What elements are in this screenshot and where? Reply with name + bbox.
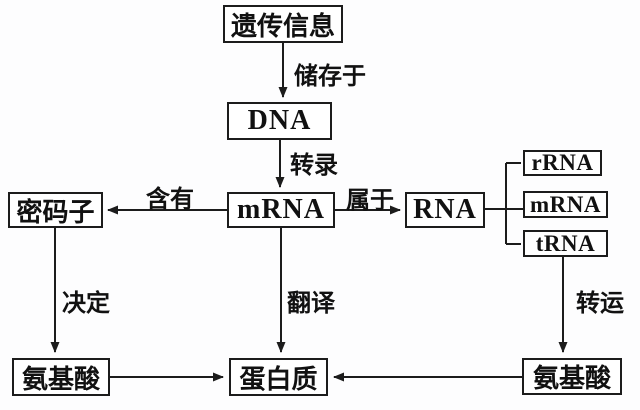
node-trna: tRNA xyxy=(523,230,608,257)
node-amino-acid-left: 氨基酸 xyxy=(12,358,110,396)
edge-label-belongs-to: 属于 xyxy=(346,188,394,214)
node-rna: RNA xyxy=(405,192,485,228)
node-codon: 密码子 xyxy=(8,192,103,228)
node-amino-acid-right: 氨基酸 xyxy=(522,358,622,395)
edge-label-transcription: 转录 xyxy=(290,153,338,179)
edge-label-determines: 决定 xyxy=(62,291,110,317)
node-protein: 蛋白质 xyxy=(229,358,328,396)
edge-label-transport: 转运 xyxy=(576,291,624,317)
edge-label-translation: 翻译 xyxy=(287,291,335,317)
node-mrna: mRNA xyxy=(227,192,335,228)
edge-label-contains: 含有 xyxy=(146,187,194,213)
node-genetic-info: 遗传信息 xyxy=(223,5,343,43)
edge-label-stored-in: 储存于 xyxy=(294,64,366,90)
node-dna: DNA xyxy=(227,102,332,140)
node-rrna: rRNA xyxy=(523,150,602,176)
node-mrna-type: mRNA xyxy=(523,191,608,218)
